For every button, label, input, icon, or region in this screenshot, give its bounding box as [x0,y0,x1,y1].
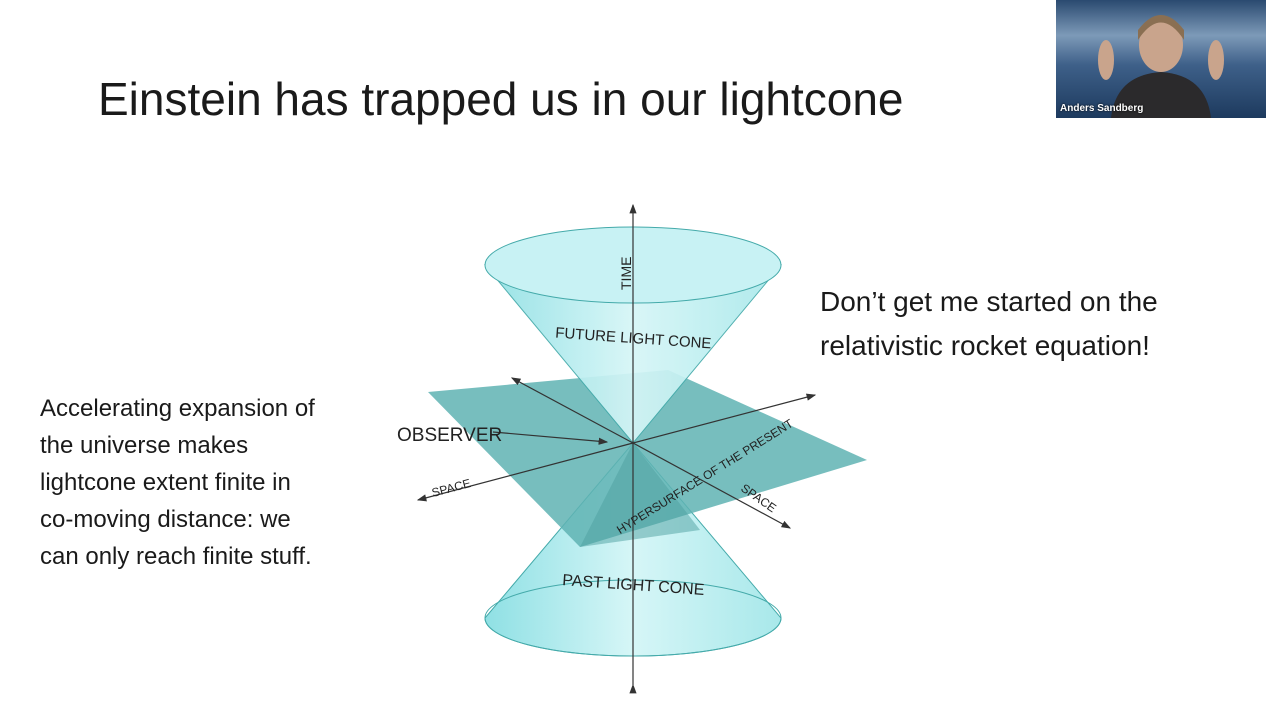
space-axis-2 [510,377,634,444]
slide-title: Einstein has trapped us in our lightcone [98,73,904,125]
space-axis-2b [632,442,792,529]
hypersurface-plane [428,370,867,547]
observer-arrow [492,431,609,445]
observer-label: OBSERVER [397,425,502,446]
space-axis-1 [416,442,634,502]
left-text-line: co-moving distance: we [40,506,291,533]
space-axis-1b [632,393,817,444]
participant-video [1098,15,1224,118]
left-text-block: Accelerating expansion of the universe m… [40,390,315,575]
right-text-line: relativistic rocket equation! [820,330,1150,361]
participant-name: Anders Sandberg [1060,103,1144,114]
left-text-line: can only reach finite stuff. [40,543,312,570]
space-label-left: SPACE [430,476,472,500]
left-text-line: the universe makes [40,432,249,459]
left-text-line: Accelerating expansion of [40,395,315,422]
right-text-block: Don’t get me started on the relativistic… [820,280,1158,368]
left-text-line: lightcone extent finite in [40,469,291,496]
webcam-video-tile[interactable]: Anders Sandberg [1056,0,1266,118]
right-text-line: Don’t get me started on the [820,286,1158,317]
time-label: TIME [618,257,634,290]
